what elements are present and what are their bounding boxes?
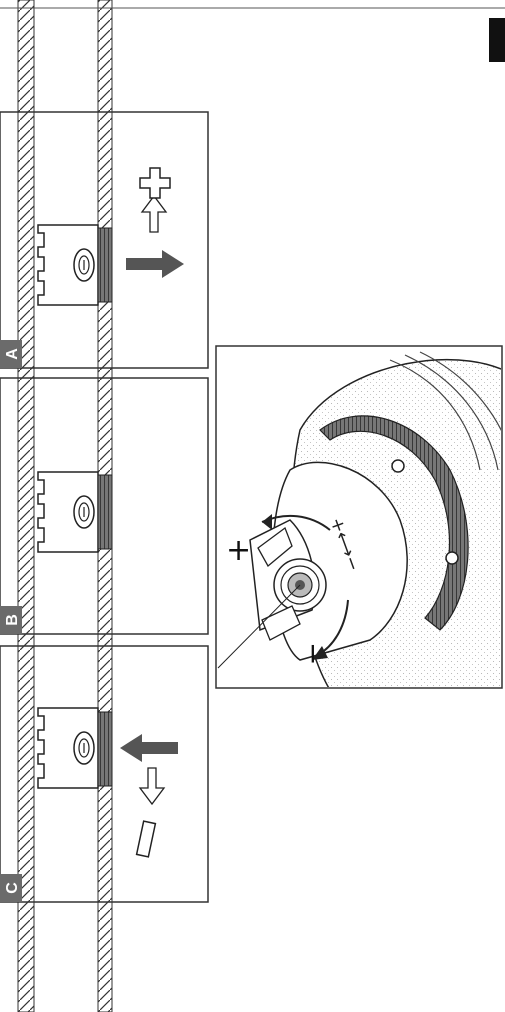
ring-dot [445,551,459,565]
adjuster-body [37,707,113,789]
panel-b: B [0,377,209,635]
adjuster-body [37,224,113,306]
push-arrow-right [126,250,184,278]
detail-plus-label: + [226,533,251,568]
minus-symbol [135,820,157,858]
panel-a-label: A [4,348,21,360]
outline-arrow-up [140,194,168,233]
panel-b-badge: B [0,606,22,634]
panel-c-badge: C [0,874,22,902]
panel-b-label: B [4,614,21,626]
detail-view: +⟷− + − [215,345,503,689]
page-marker [489,18,505,62]
knurled-ring [319,415,469,631]
plus-symbol [139,167,171,199]
panel-c: C [0,645,209,903]
ring-dot [391,459,405,473]
adjuster-body [37,471,113,553]
lever-tab [257,526,293,568]
push-arrow-left [120,734,178,762]
panel-a: A [0,111,209,369]
outline-arrow-down [138,767,166,806]
panel-c-label: C [4,882,21,894]
panel-a-badge: A [0,340,22,368]
detail-minus-label: − [297,642,330,665]
